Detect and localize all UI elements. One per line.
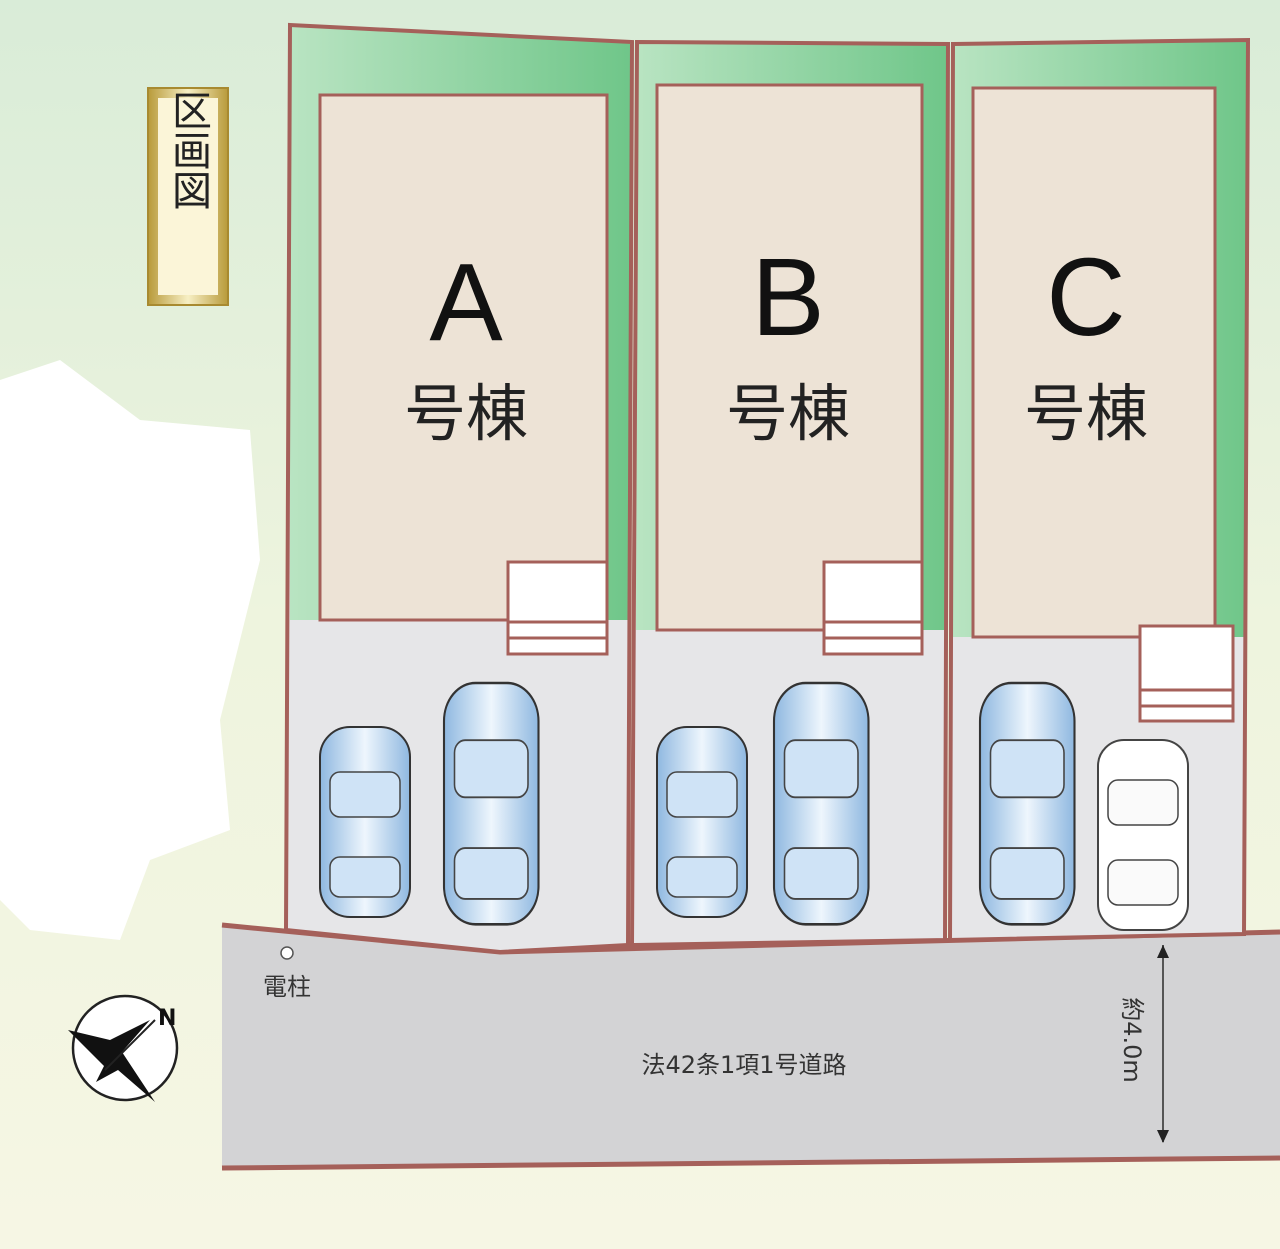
road-width-dimension: 約4.0m	[1118, 945, 1169, 1143]
lot-c: C 号棟	[947, 37, 1251, 943]
building-a	[318, 93, 609, 622]
lot-b-letter: B	[751, 236, 824, 359]
compass-label: N	[158, 1006, 176, 1031]
utility-pole-label: 電柱	[263, 973, 311, 1001]
lot-c-suffix: 号棟	[1024, 377, 1148, 450]
road	[222, 925, 1280, 1168]
building-c	[971, 86, 1217, 639]
building-b	[655, 83, 924, 632]
entrance-steps-c	[1138, 624, 1235, 723]
masked-area	[0, 360, 260, 940]
north-compass-icon: N	[68, 994, 179, 1102]
entrance-steps-a	[506, 560, 609, 656]
title-plaque: 区画図	[147, 87, 229, 306]
road-width-label: 約4.0m	[1118, 997, 1146, 1083]
lot-a-letter: A	[429, 241, 503, 364]
lot-b-suffix: 号棟	[726, 377, 850, 450]
lot-a-suffix: 号棟	[404, 377, 528, 450]
lot-c-letter: C	[1046, 236, 1125, 359]
title-label: 区画図	[165, 90, 211, 210]
car-outline-icon	[1097, 739, 1189, 931]
car-icon	[442, 681, 540, 926]
road-label: 法42条1項1号道路	[641, 1051, 846, 1079]
entrance-steps-b	[822, 560, 924, 656]
lot-b: B 号棟	[629, 39, 951, 948]
car-icon	[772, 681, 870, 926]
car-icon	[656, 726, 748, 918]
car-icon	[319, 726, 411, 918]
utility-pole: 電柱	[263, 946, 311, 1001]
lot-a: A 号棟	[283, 22, 635, 955]
car-icon	[978, 681, 1076, 926]
